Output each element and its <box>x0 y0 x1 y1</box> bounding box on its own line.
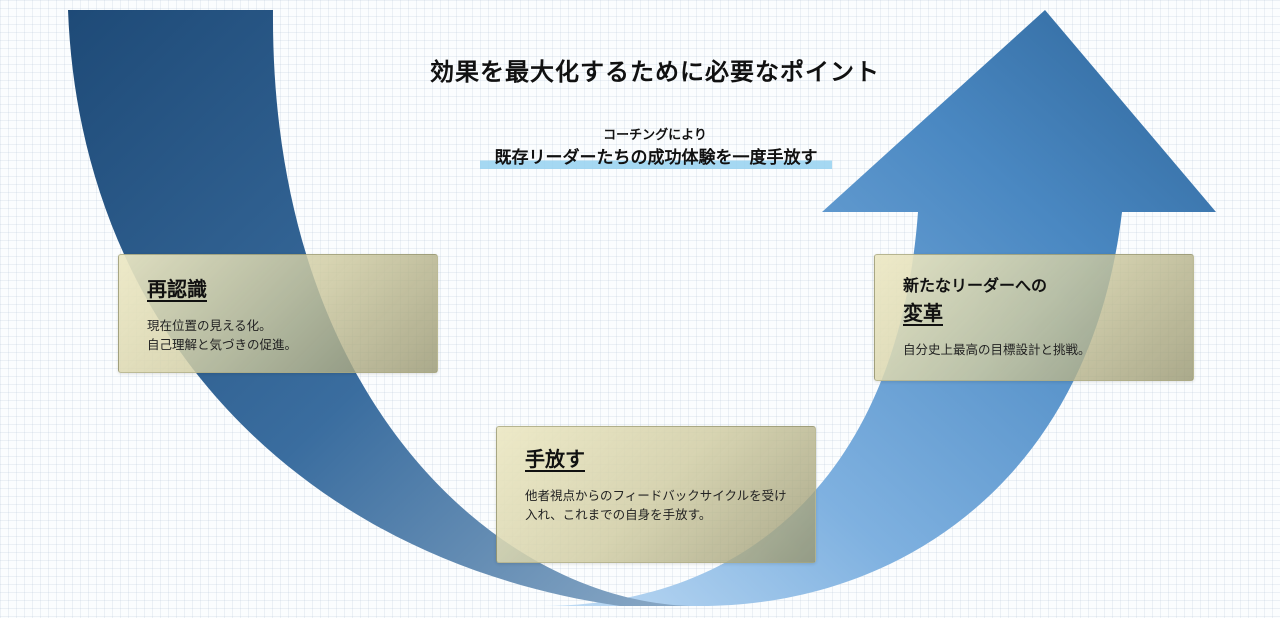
card-transformation-pretitle: 新たなリーダーへの <box>903 276 1048 295</box>
card-transformation-title: 変革 <box>903 301 943 325</box>
card-let-go-description: 他者視点からのフィードバックサイクルを受け入れ、これまでの自身を手放す。 <box>525 488 787 522</box>
card-transformation: 新たなリーダーへの 変革 自分史上最高の目標設計と挑戦。 <box>874 254 1194 381</box>
subtitle-lead: コーチングにより <box>603 128 707 143</box>
page-title: 効果を最大化するために必要なポイント <box>430 58 880 86</box>
card-recognition-description: 現在位置の見える化。 自己理解と気づきの促進。 <box>147 316 409 354</box>
card-let-go-title: 手放す <box>525 447 585 471</box>
card-let-go: 手放す 他者視点からのフィードバックサイクルを受け入れ、これまでの自身を手放す。 <box>496 426 816 563</box>
card-recognition-title: 再認識 <box>147 277 207 301</box>
card-recognition: 再認識 現在位置の見える化。 自己理解と気づきの促進。 <box>118 254 438 373</box>
subtitle-highlight: 既存リーダーたちの成功体験を一度手放す <box>480 147 832 169</box>
card-transformation-description: 自分史上最高の目標設計と挑戦。 <box>903 342 1091 357</box>
arrow-left-descending-band <box>68 10 690 606</box>
arrow-right-rising-band <box>540 10 1216 606</box>
card-recognition-line-2: 自己理解と気づきの促進。 <box>147 337 298 352</box>
card-recognition-line-1: 現在位置の見える化。 <box>147 318 272 333</box>
